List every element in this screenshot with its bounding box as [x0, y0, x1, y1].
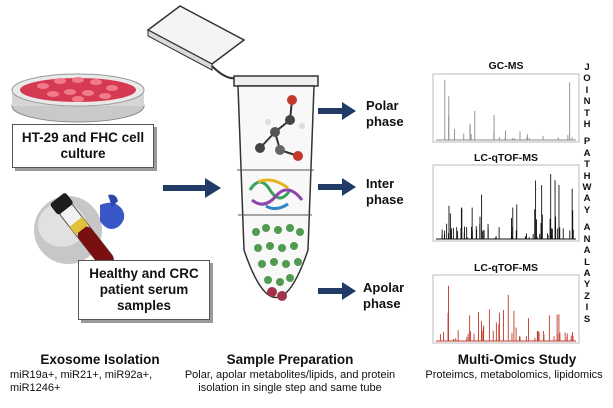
- serum-samples-label: Healthy and CRC patient serum samples: [89, 266, 199, 313]
- gc-ms-spectrum: [432, 73, 580, 143]
- vertical-letter: Z: [584, 290, 590, 302]
- vertical-letter: A: [583, 147, 591, 159]
- cell-culture-label-box: HT-29 and FHC cell culture: [12, 124, 154, 168]
- chart-title-gc-ms: GC-MS: [488, 60, 524, 72]
- cell-culture-label: HT-29 and FHC cell culture: [21, 130, 145, 161]
- spectrum-frame: [432, 274, 580, 344]
- vertical-letter: H: [583, 119, 591, 131]
- blood-sample-tube-icon: [34, 193, 125, 269]
- vertical-letter: A: [583, 245, 591, 257]
- spectrum-frame: [432, 73, 580, 143]
- vertical-letter: A: [583, 222, 591, 234]
- vertical-letter: W: [582, 182, 592, 194]
- vertical-letter: J: [584, 62, 590, 73]
- chart-title-lc-qtof-ms-1: LC-qTOF-MS: [474, 152, 538, 164]
- arrow-right-icon: [163, 178, 221, 198]
- vertical-letter: H: [583, 170, 591, 182]
- exosome-isolation-title: Exosome Isolation: [40, 352, 160, 367]
- vertical-letter: N: [583, 233, 591, 245]
- serum-samples-label-box: Healthy and CRC patient serum samples: [78, 260, 210, 320]
- vertical-letter: Y: [583, 279, 591, 291]
- arrow-right-icon: [318, 178, 356, 196]
- multi-omics-study-description: Proteimcs, metabolomics, lipidomics: [425, 369, 603, 381]
- lc-qtof-ms-spectrum-1: [432, 164, 580, 242]
- arrow-right-icon: [318, 282, 356, 300]
- multi-omics-study-title: Multi-Omics Study: [457, 352, 577, 367]
- vertical-letter: I: [585, 84, 589, 96]
- sample-tube-icon: [146, 5, 319, 301]
- lc-qtof-ms-spectrum-2: [432, 274, 580, 344]
- vertical-letter: P: [583, 136, 591, 148]
- vertical-letter: T: [584, 107, 590, 119]
- vertical-letter: T: [584, 159, 590, 171]
- vertical-letter: L: [584, 256, 590, 268]
- vertical-letter: S: [583, 313, 591, 325]
- vertical-letter: Y: [583, 204, 591, 216]
- vertical-letter: N: [583, 96, 591, 108]
- apolar-phase-label: Apolar phase: [363, 280, 405, 311]
- chart-title-lc-qtof-ms-2: LC-qTOF-MS: [474, 262, 538, 274]
- arrow-right-icon: [318, 102, 356, 120]
- sample-preparation-title: Sample Preparation: [226, 352, 354, 367]
- vertical-letter: A: [583, 267, 591, 279]
- spectrum-frame: [432, 164, 580, 242]
- inter-phase-label: Inter phase: [366, 176, 404, 207]
- vertical-letter: I: [585, 302, 589, 314]
- exosome-isolation-mirna-list: miR19a+, miR21+, miR92a+, miR1246+: [10, 369, 153, 394]
- vertical-letter: O: [583, 73, 591, 85]
- vertical-letter: A: [583, 193, 591, 205]
- sample-preparation-description: Polar, apolar metabolites/lipids, and pr…: [184, 369, 396, 394]
- cell-culture-dish-icon: [11, 73, 145, 123]
- polar-phase-label: Polar phase: [366, 98, 404, 129]
